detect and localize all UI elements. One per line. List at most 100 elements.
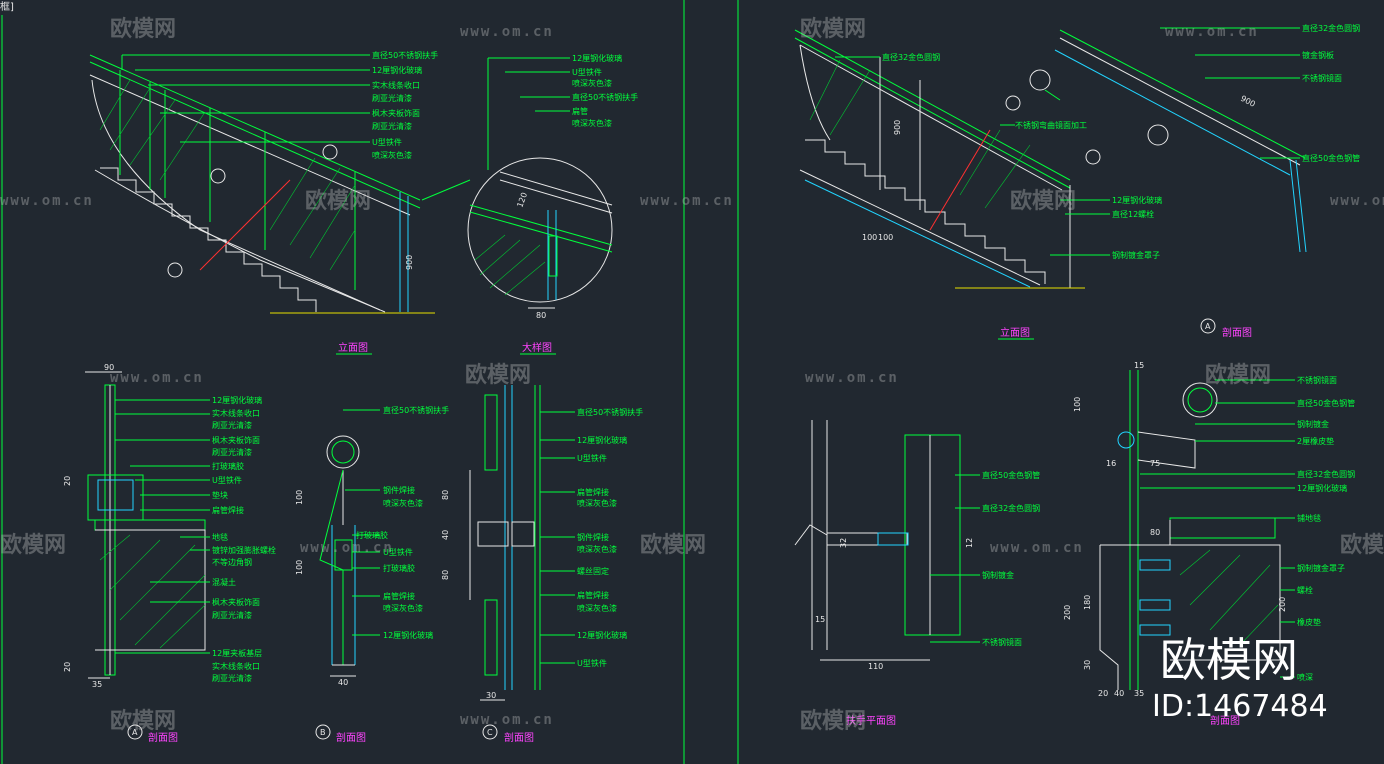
left-section-a: 90 35 20 20 12厘钢化玻璃 实木线条收口 刷亚光清漆 枫木夹板饰面: [63, 363, 276, 744]
r-sec-b-dim-30: 30: [1083, 660, 1092, 670]
callout: 铺地毯: [1297, 513, 1321, 523]
callout: 喷深灰色漆: [383, 498, 423, 508]
brand-id: ID:1467484: [1152, 689, 1328, 724]
callout: 直径50金色钢管: [1302, 153, 1360, 163]
callout: 直径50金色钢管: [982, 470, 1040, 480]
brand-logo: 欧模网: [1160, 633, 1298, 687]
callout: 喷深: [1297, 672, 1313, 682]
r-elev-dim-100: 100: [862, 233, 877, 242]
elev-dim-900: 900: [405, 255, 414, 270]
callout: 扁管焊接: [383, 591, 415, 601]
detail-dim-120: 120: [515, 191, 529, 208]
callout: 12厘钢化玻璃: [372, 65, 422, 75]
sec-c-dim-30: 30: [486, 691, 496, 700]
watermark-url: www.om.cn: [460, 24, 554, 40]
callout: 钢件焊接: [383, 485, 415, 495]
callout: 垫块: [212, 490, 228, 500]
callout: 直径32金色圆钢: [882, 52, 940, 62]
sec-b-mark: B: [320, 728, 326, 737]
r-sec-a-title: 剖面图: [1222, 326, 1252, 339]
watermark-url: www.om.cn: [1165, 24, 1259, 40]
callout: 12厘钢化玻璃: [577, 435, 627, 445]
plan-dim-15: 15: [815, 615, 825, 624]
callout: U型铁件: [577, 658, 607, 668]
r-sec-b-title: 剖面图: [1210, 714, 1240, 727]
callout: 喷深灰色漆: [572, 118, 612, 128]
callout: 枫木夹板饰面: [212, 435, 260, 445]
watermark-logo: 欧模网: [305, 188, 371, 214]
callout: 12厘钢化玻璃: [383, 630, 433, 640]
callout: 不锈钢弯曲镜面加工: [1015, 120, 1087, 130]
callout: 12厘钢化玻璃: [1112, 195, 1162, 205]
watermark-logo: 欧模网: [0, 532, 66, 558]
callout: 12厘夹板基层: [212, 648, 262, 658]
r-sec-b-dim-80: 80: [1150, 528, 1160, 537]
callout: 实木线条收口: [212, 661, 260, 671]
callout: 12厘钢化玻璃: [577, 630, 627, 640]
right-section-a: 900 直径32金色圆钢 镀金钢板 不锈钢镜面 直径50金色钢管 A 剖面图: [1029, 23, 1360, 339]
r-sec-b-dim-75: 75: [1150, 459, 1160, 468]
corner-text: 框]: [0, 0, 14, 13]
sec-c-title: 剖面图: [504, 731, 534, 744]
callout: 钢制镀金罩子: [1112, 250, 1160, 260]
watermark-logo: 欧模网: [1010, 188, 1076, 214]
left-detail-title: 大样图: [522, 341, 552, 354]
left-section-b: 40 100 100 直径50不锈钢扶手 钢件焊接 喷深灰色漆 打玻璃胶 U型铁…: [295, 405, 449, 744]
watermark-url: www.om.cn: [110, 370, 204, 386]
callout: 直径50不锈钢扶手: [383, 405, 449, 415]
callout: 实木线条收口: [212, 408, 260, 418]
callout: 扁管焊接: [577, 590, 609, 600]
sec-a-dim-35: 35: [92, 680, 102, 689]
right-plan: 32 12 15 110 直径50金色钢管 直径32金色圆钢 钢制镀金 不锈钢镜…: [794, 420, 1040, 727]
r-sec-a-mark: A: [1205, 322, 1211, 331]
plan-dim-12: 12: [965, 538, 974, 548]
sec-b-dim-100b: 100: [295, 560, 304, 575]
sec-b-title: 剖面图: [336, 731, 366, 744]
plan-dim-110: 110: [868, 662, 883, 671]
callout: 12厘钢化玻璃: [1297, 483, 1347, 493]
watermark-url: www.om.cn: [990, 540, 1084, 556]
watermark-logo: 欧模网: [465, 362, 531, 388]
callout: 钢制镀金: [982, 570, 1014, 580]
r-sec-b-dim-180: 180: [1083, 595, 1092, 610]
callout: 直径50金色钢管: [1297, 398, 1355, 408]
callout: 不锈钢镜面: [1297, 375, 1337, 385]
callout: 枫木夹板饰面: [212, 597, 260, 607]
watermark-url: www.om.cn: [0, 193, 94, 209]
r-elev-title: 立面图: [1000, 326, 1030, 339]
callout: 12厘钢化玻璃: [572, 53, 622, 63]
watermark-logo: 欧模网: [110, 708, 176, 734]
plan-dim-32: 32: [839, 538, 848, 548]
callout: 直径32金色圆钢: [982, 503, 1040, 513]
callout: 刷亚光清漆: [372, 93, 412, 103]
callout: 直径50不锈钢扶手: [372, 50, 438, 60]
r-elev-dim-900: 900: [893, 120, 902, 135]
callout: 喷深灰色漆: [577, 498, 617, 508]
watermark-logo: 欧模网: [800, 16, 866, 42]
left-elevation: 900 直径50不锈钢扶手 12厘钢化玻璃 实木线条收口 刷亚光清漆 枫木夹板饰…: [89, 50, 438, 355]
r-sec-b-dim-35: 35: [1134, 689, 1144, 698]
callout: 打玻璃胶: [356, 530, 388, 540]
detail-dim-80: 80: [536, 311, 546, 320]
callout: U型铁件: [383, 547, 413, 557]
sec-b-dim-40: 40: [338, 678, 348, 687]
callout: 橡皮垫: [1297, 617, 1321, 627]
watermark-url: www.om.cn: [300, 540, 394, 556]
watermark-logo: 欧模网: [800, 708, 866, 734]
callout: 扁管焊接: [577, 487, 609, 497]
callout: 钢件焊接: [577, 532, 609, 542]
callout: 不等边角钢: [212, 557, 252, 567]
r-sec-b-dim-200: 200: [1063, 605, 1072, 620]
sec-c-dim-40: 40: [441, 530, 450, 540]
watermark-url: www.om.cn: [805, 370, 899, 386]
r-sec-b-dim-15: 15: [1134, 361, 1144, 370]
callout: 枫木夹板饰面: [372, 108, 420, 118]
left-detail: 120 80 12厘钢化玻璃 U型铁件 喷深灰色漆 直径50不锈钢扶手 扁管 喷…: [421, 53, 638, 355]
callout: 不锈钢镜面: [982, 637, 1022, 647]
callout: 螺栓: [1297, 585, 1313, 595]
callout: 刷亚光清漆: [212, 420, 252, 430]
watermark-logo: 欧模网: [1205, 362, 1271, 388]
callout: 直径32金色圆钢: [1297, 469, 1355, 479]
sec-a-labels: 12厘钢化玻璃 实木线条收口 刷亚光清漆 枫木夹板饰面 刷亚光清漆 打玻璃胶 U…: [212, 395, 276, 683]
